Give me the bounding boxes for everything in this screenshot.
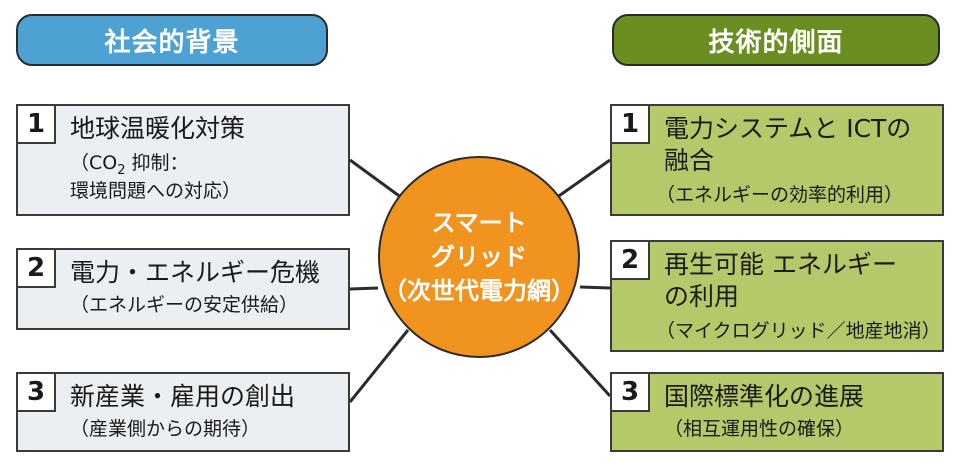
left-item-1-sub1: （CO2 抑制： — [70, 152, 189, 178]
connector-left-2 — [349, 286, 379, 291]
technical-aspect-header: 技術的側面 — [612, 14, 940, 66]
right-item-1-sub1: （エネルギーの効率的利用） — [656, 184, 904, 206]
left-item-2: 2 電力・エネルギー危機 （エネルギーの安定供給） — [16, 248, 350, 330]
right-item-3-title: 国際標準化の進展 — [664, 382, 865, 411]
right-item-3-sub1: （相互運用性の確保） — [664, 418, 855, 440]
left-item-2-sub1: （エネルギーの安定供給） — [70, 294, 299, 316]
right-item-2-title-line2: の利用 — [664, 282, 740, 311]
connector-right-3 — [548, 328, 612, 398]
left-item-3-number: 3 — [16, 372, 56, 412]
left-item-1: 1 地球温暖化対策 （CO2 抑制： 環境問題への対応） — [16, 104, 350, 216]
right-item-2-sub1: （マイクログリッド／地産地消） — [656, 320, 941, 342]
connector-right-1 — [555, 158, 611, 200]
social-background-header-label: 社会的背景 — [104, 27, 240, 58]
right-item-2-title-line1: 再生可能 エネルギー — [664, 250, 897, 279]
center-line-1: スマート — [431, 209, 527, 237]
left-item-2-number: 2 — [16, 248, 56, 288]
left-item-1-number: 1 — [16, 104, 56, 144]
center-line-2: グリッド — [431, 243, 527, 271]
right-item-2: 2 再生可能 エネルギー の利用 （マイクログリッド／地産地消） — [610, 240, 944, 352]
left-item-3: 3 新産業・雇用の創出 （産業側からの期待） — [16, 372, 350, 452]
connector-left-3 — [348, 329, 410, 403]
right-item-1: 1 電力システムと ICTの 融合 （エネルギーの効率的利用） — [610, 104, 944, 216]
left-item-3-sub1: （産業側からの期待） — [70, 418, 261, 440]
left-item-1-title: 地球温暖化対策 — [70, 114, 246, 143]
smart-grid-circle: スマート グリッド （次世代電力網） — [378, 156, 580, 358]
left-item-1-sub2: 環境問題への対応） — [70, 180, 242, 202]
right-item-1-number: 1 — [610, 104, 650, 144]
right-item-3: 3 国際標準化の進展 （相互運用性の確保） — [610, 372, 944, 452]
social-background-header: 社会的背景 — [16, 14, 328, 66]
center-line-3: （次世代電力網） — [383, 277, 575, 305]
connector-left-1 — [349, 158, 403, 200]
connector-right-2 — [579, 285, 611, 290]
left-item-2-title: 電力・エネルギー危機 — [70, 258, 321, 287]
right-item-1-title-line1: 電力システムと ICTの — [664, 114, 912, 143]
left-item-3-title: 新産業・雇用の創出 — [70, 382, 296, 411]
right-item-3-number: 3 — [610, 372, 650, 412]
left-item-1-subscript: 2 — [117, 163, 126, 178]
right-item-1-title-line2: 融合 — [664, 146, 715, 175]
technical-aspect-header-label: 技術的側面 — [708, 27, 844, 58]
right-item-2-number: 2 — [610, 240, 650, 280]
